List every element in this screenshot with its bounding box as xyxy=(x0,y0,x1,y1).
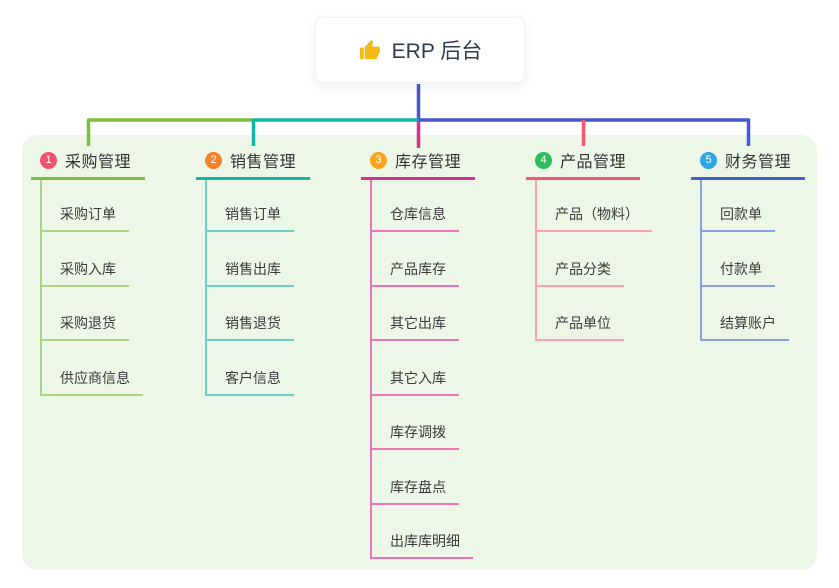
branch-title-label: 库存管理 xyxy=(395,154,462,171)
child-node-label: 客户信息 xyxy=(207,368,294,396)
branch-node-5: 5 财务管理回款单付款单结算账户 xyxy=(691,148,839,341)
child-node-label: 付款单 xyxy=(702,259,775,287)
child-node[interactable]: 回款单 xyxy=(702,180,839,232)
child-node[interactable]: 供应商信息 xyxy=(42,341,191,396)
child-node[interactable]: 销售退货 xyxy=(207,287,356,341)
child-node[interactable]: 库存盘点 xyxy=(372,450,521,505)
branch-title-label: 财务管理 xyxy=(725,154,792,171)
branch-node-3: 3 库存管理仓库信息产品库存其它出库其它入库库存调拨库存盘点出库库明细 xyxy=(361,148,521,559)
branch-title-label: 采购管理 xyxy=(65,154,132,171)
child-node[interactable]: 销售订单 xyxy=(207,180,356,232)
child-node[interactable]: 库存调拨 xyxy=(372,396,521,450)
child-node-label: 其它入库 xyxy=(372,368,459,396)
branch-index-badge: 5 xyxy=(700,151,717,169)
branch-title[interactable]: 5 财务管理 xyxy=(691,148,805,180)
branch-title[interactable]: 3 库存管理 xyxy=(361,148,475,180)
child-node-label: 产品分类 xyxy=(537,259,624,287)
thumbs-up-icon xyxy=(359,39,380,59)
child-node[interactable]: 采购退货 xyxy=(42,287,191,341)
child-node-label: 销售出库 xyxy=(207,259,294,287)
branch-index-badge: 3 xyxy=(370,151,387,169)
child-node[interactable]: 产品库存 xyxy=(372,232,521,287)
root-node[interactable]: ERP 后台 xyxy=(315,17,525,83)
branch-children: 回款单付款单结算账户 xyxy=(700,180,839,341)
child-node-label: 产品单位 xyxy=(537,313,624,341)
child-node-label: 供应商信息 xyxy=(42,368,143,396)
branches-panel xyxy=(22,135,817,570)
child-node-label: 产品（物料） xyxy=(537,204,652,232)
child-node[interactable]: 产品（物料） xyxy=(537,180,686,232)
branch-node-2: 2 销售管理销售订单销售出库销售退货客户信息 xyxy=(196,148,356,396)
branch-title-label: 销售管理 xyxy=(230,154,297,171)
child-node-label: 其它出库 xyxy=(372,313,459,341)
root-node-label: ERP 后台 xyxy=(391,40,483,63)
child-node-label: 回款单 xyxy=(702,204,775,232)
branch-node-1: 1 采购管理采购订单采购入库采购退货供应商信息 xyxy=(31,148,191,396)
child-node-label: 产品库存 xyxy=(372,259,459,287)
branch-title[interactable]: 1 采购管理 xyxy=(31,148,145,180)
branch-children: 销售订单销售出库销售退货客户信息 xyxy=(205,180,356,396)
child-node[interactable]: 结算账户 xyxy=(702,287,839,341)
branch-title[interactable]: 2 销售管理 xyxy=(196,148,310,180)
child-node[interactable]: 付款单 xyxy=(702,232,839,287)
child-node-label: 结算账户 xyxy=(702,313,789,341)
child-node[interactable]: 出库库明细 xyxy=(372,505,521,559)
child-node-label: 销售订单 xyxy=(207,204,294,232)
child-node[interactable]: 采购订单 xyxy=(42,180,191,232)
branch-title-label: 产品管理 xyxy=(560,154,627,171)
branch-children: 产品（物料） 产品分类产品单位 xyxy=(535,180,686,341)
child-node[interactable]: 其它入库 xyxy=(372,341,521,396)
child-node-label: 出库库明细 xyxy=(372,531,473,559)
branch-children: 采购订单采购入库采购退货供应商信息 xyxy=(40,180,191,396)
child-node[interactable]: 产品单位 xyxy=(537,287,686,341)
child-node-label: 销售退货 xyxy=(207,313,294,341)
child-node-label: 库存调拨 xyxy=(372,422,459,450)
child-node-label: 采购订单 xyxy=(42,204,129,232)
branch-index-badge: 1 xyxy=(40,151,57,169)
child-node-label: 仓库信息 xyxy=(372,204,459,232)
child-node[interactable]: 其它出库 xyxy=(372,287,521,341)
branch-index-badge: 4 xyxy=(535,151,552,169)
child-node[interactable]: 仓库信息 xyxy=(372,180,521,232)
branch-children: 仓库信息产品库存其它出库其它入库库存调拨库存盘点出库库明细 xyxy=(370,180,521,559)
child-node-label: 采购入库 xyxy=(42,259,129,287)
child-node-label: 采购退货 xyxy=(42,313,129,341)
branch-index-badge: 2 xyxy=(205,151,222,169)
branch-node-4: 4 产品管理产品（物料） 产品分类产品单位 xyxy=(526,148,686,341)
child-node[interactable]: 客户信息 xyxy=(207,341,356,396)
child-node[interactable]: 销售出库 xyxy=(207,232,356,287)
child-node-label: 库存盘点 xyxy=(372,477,459,505)
child-node[interactable]: 采购入库 xyxy=(42,232,191,287)
child-node[interactable]: 产品分类 xyxy=(537,232,686,287)
branch-title[interactable]: 4 产品管理 xyxy=(526,148,640,180)
